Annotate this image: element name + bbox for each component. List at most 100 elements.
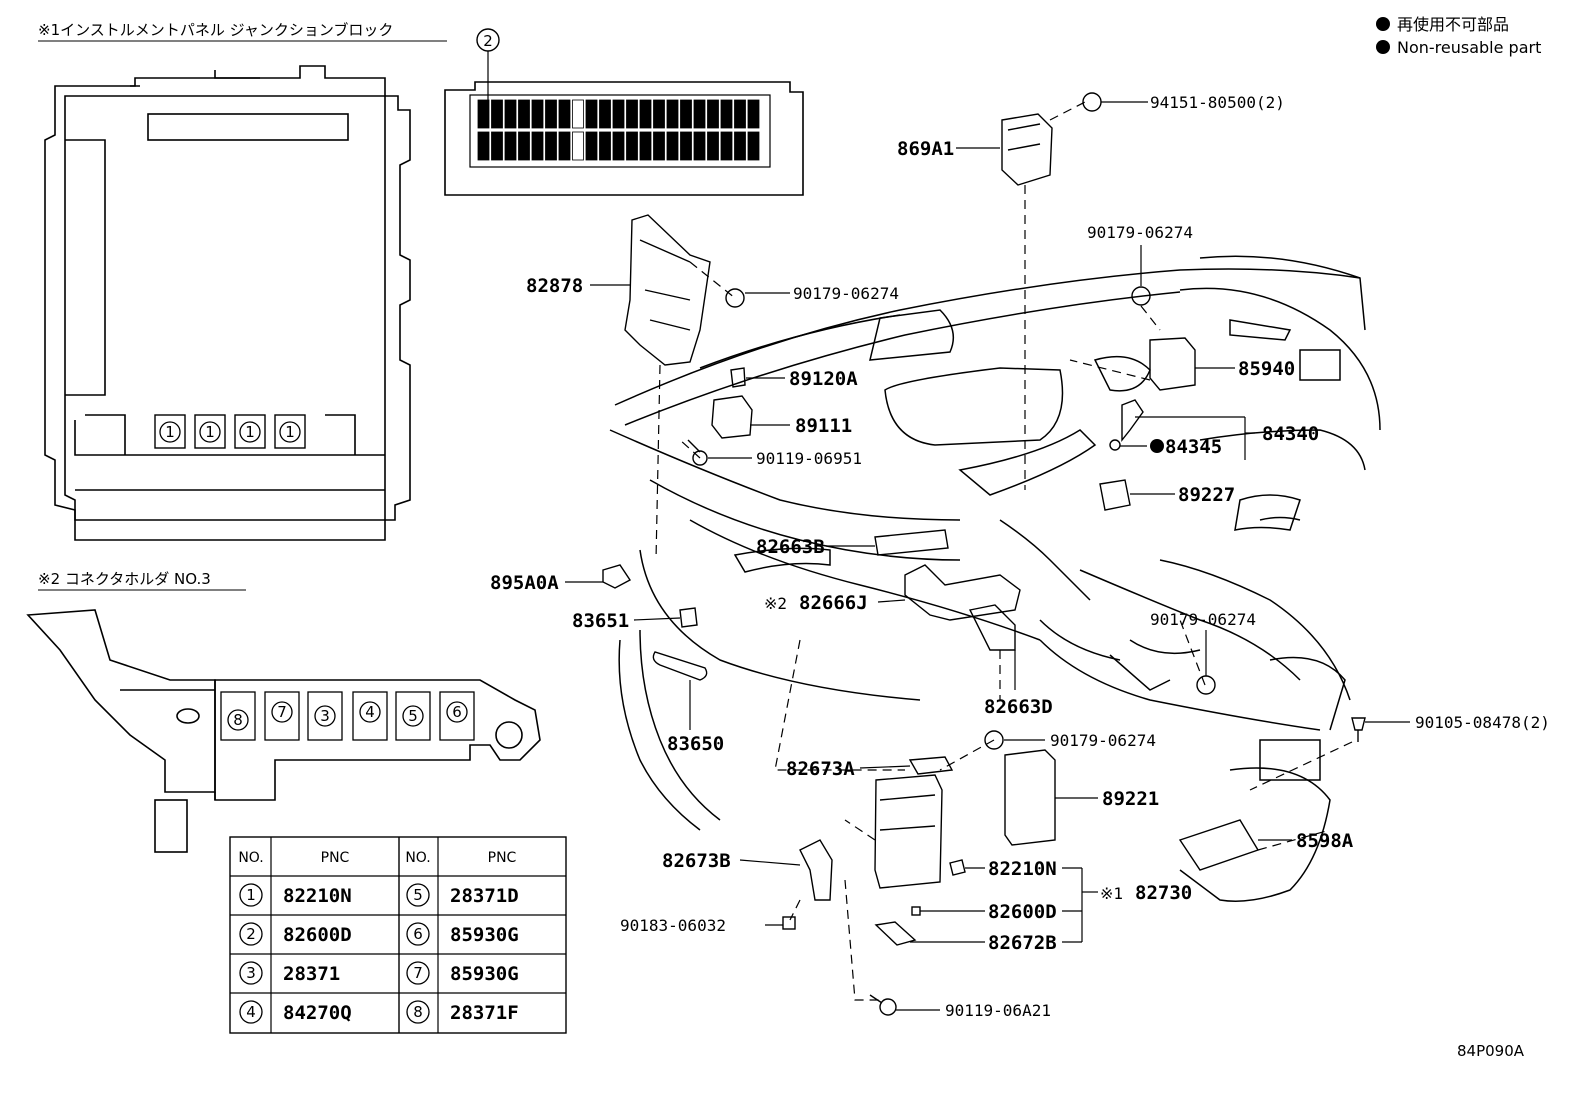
legend-english: Non-reusable part [1397,38,1541,57]
connector-callout-label: 5 [408,707,418,725]
module-869A1-icon [1001,113,1053,186]
sensor-89120A-icon [730,367,746,388]
sensor-8598A-icon [1178,819,1260,871]
table-no-icon [239,1000,263,1024]
label-90179-c: 90179-06274 [1150,610,1256,629]
clip-90179-icon [1196,675,1216,695]
non-reusable-bullet-icon [1376,40,1390,54]
connector-callout-label: 1 [165,423,175,441]
cover-82672B-icon [874,921,917,946]
terminal-cell [504,131,517,161]
inset1-connector-group [154,414,306,449]
terminal-cell [666,131,679,161]
inset1-title: ※1インストルメントパネル ジャンクションブロック [38,21,393,39]
connector-callout-icon [446,701,468,723]
bracket-82673A-icon [908,756,954,775]
table-no-icon [406,922,430,946]
bracket-82878-icon [624,214,711,366]
junction-block-82730-icon [874,774,943,889]
terminal-cell [612,131,625,161]
terminal-cell [558,131,571,161]
terminal-cell [612,99,625,129]
clip-90179-icon [984,730,1004,750]
table-pnc: 84270Q [283,1002,352,1024]
label-82672B: 82672B [988,932,1057,954]
label-84345: 84345 [1165,436,1222,458]
terminal-cell [491,131,503,161]
terminal-cell [518,131,530,161]
label-83650: 83650 [667,733,724,755]
table-header-pnc: PNC [321,850,350,866]
connector-895A0A-icon [602,564,632,589]
terminal-cell [747,99,760,129]
terminal-cell [653,131,665,161]
table-no-icon [239,961,263,985]
switch-84340-icon [1121,399,1144,442]
terminal-cell [626,131,638,161]
connector-slot [395,691,431,741]
inset2-title: ※2 コネクタホルダ NO.3 [38,570,211,588]
label-82666J-mark: ※2 [764,594,787,613]
connector-callout-icon [199,421,221,443]
table-no: 5 [413,886,423,904]
label-90119-b: 90119-06A21 [945,1001,1051,1020]
connector-callout-icon [402,705,424,727]
table-pnc: 82600D [283,924,352,946]
bolt-90119-icon [879,998,897,1016]
terminal-cell [707,131,719,161]
dashboard-outline [609,255,1381,902]
label-869A1: 869A1 [897,138,954,160]
label-89221: 89221 [1102,788,1159,810]
label-90105: 90105-08478(2) [1415,713,1550,732]
table-pnc: 85930G [450,924,519,946]
label-895A0A: 895A0A [490,572,559,594]
label-82600D: 82600D [988,901,1057,923]
table-no: 6 [413,925,423,943]
label-82663D: 82663D [984,696,1053,718]
terminal-cell [734,131,746,161]
table-no-icon [239,883,263,907]
fuse-82600D-icon [911,906,921,916]
terminal-cell [747,131,760,161]
non-reusable-bullet-icon [1150,439,1164,453]
terminal-cell [545,131,557,161]
connector-slot [307,691,343,741]
screw-90105-icon [1351,717,1366,731]
table-header-no: NO. [405,850,430,866]
table-pnc: 85930G [450,963,519,985]
nut-90183-icon [782,916,796,930]
label-90179-d: 90179-06274 [1050,731,1156,750]
terminal-cell [666,99,679,129]
table-header-no: NO. [238,850,263,866]
clamp-83651-icon [679,607,698,628]
terminal-cell [572,131,584,161]
terminal-cell [518,99,530,129]
connector-callout-label: 6 [452,703,462,721]
connector-slot [220,691,256,741]
connector-strip: 2 [444,28,804,196]
table-no-icon [239,922,263,946]
label-84340: 84340 [1262,423,1319,445]
connector-callout-label: 1 [245,423,255,441]
assembly-lines [655,101,1353,1001]
clip-94151-icon [1082,92,1102,112]
connector-callout-icon [314,705,336,727]
connector-callout-icon [239,421,261,443]
label-89120A: 89120A [789,368,858,390]
terminal-cell [680,99,692,129]
non-reusable-bullet-icon [1376,17,1390,31]
terminal-cell [585,99,598,129]
label-82730: 82730 [1135,882,1192,904]
figure-id: 84P090A [1457,1042,1525,1060]
bolt-90119-icon [692,450,708,466]
holder-82663B-icon [874,529,949,556]
clip-90179-icon [725,288,745,308]
label-89227: 89227 [1178,484,1235,506]
terminal-cell [680,131,692,161]
connector-callout-label: 4 [365,703,375,721]
table-pnc: 28371F [450,1002,519,1024]
terminal-cell [504,99,517,129]
